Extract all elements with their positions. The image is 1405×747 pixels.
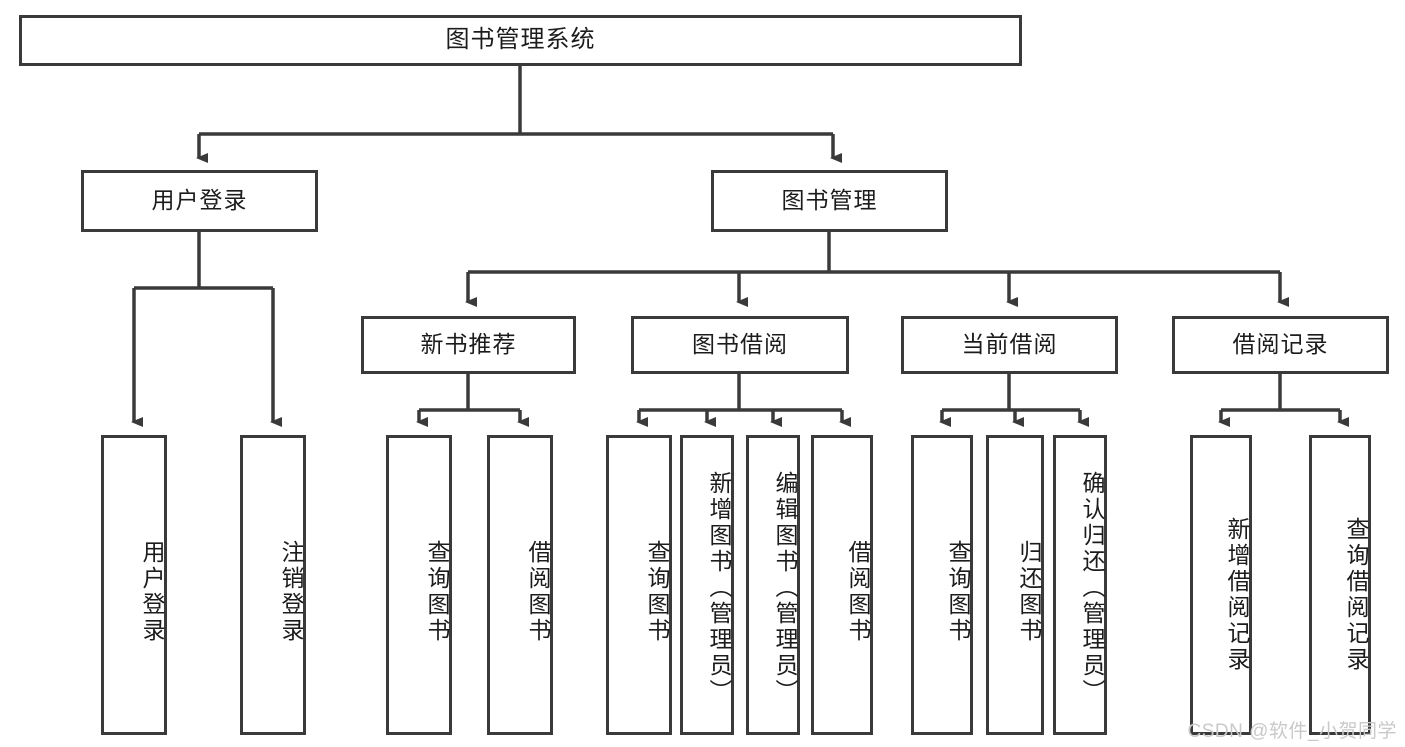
node-user-login-label: 用户登录 xyxy=(151,187,248,214)
node-leaf-cb-return-label: 归还图书 xyxy=(1016,540,1042,644)
node-leaf-bb-add[interactable]: 新增图书（管理员） xyxy=(680,435,734,735)
node-borrow-record[interactable]: 借阅记录 xyxy=(1172,316,1389,374)
node-leaf-user-logout-label: 注销登录 xyxy=(278,540,304,644)
node-leaf-bb-add-label: 新增图书（管理员） xyxy=(706,471,732,705)
node-leaf-user-login[interactable]: 用户登录 xyxy=(101,435,167,735)
node-leaf-user-login-label: 用户登录 xyxy=(139,540,165,644)
node-borrow-record-label: 借阅记录 xyxy=(1232,331,1329,358)
node-leaf-bb-borrow[interactable]: 借阅图书 xyxy=(811,435,873,735)
node-user-login[interactable]: 用户登录 xyxy=(81,170,318,232)
node-leaf-bb-edit[interactable]: 编辑图书（管理员） xyxy=(746,435,800,735)
node-leaf-br-query[interactable]: 查询借阅记录 xyxy=(1309,435,1371,735)
node-leaf-cb-query-label: 查询图书 xyxy=(945,540,971,644)
node-leaf-br-query-label: 查询借阅记录 xyxy=(1343,517,1369,673)
node-root[interactable]: 图书管理系统 xyxy=(19,15,1022,66)
node-book-borrow[interactable]: 图书借阅 xyxy=(631,316,849,374)
node-new-book-rec[interactable]: 新书推荐 xyxy=(361,316,576,374)
node-leaf-rec-query-label: 查询图书 xyxy=(424,540,450,644)
node-new-book-rec-label: 新书推荐 xyxy=(420,331,517,358)
node-book-manage-label: 图书管理 xyxy=(781,187,878,214)
node-leaf-rec-borrow[interactable]: 借阅图书 xyxy=(487,435,553,735)
node-book-manage[interactable]: 图书管理 xyxy=(711,170,948,232)
csdn-watermark: CSDN @软件_小贺同学 xyxy=(1187,721,1397,742)
node-book-borrow-label: 图书借阅 xyxy=(692,331,788,358)
node-leaf-cb-confirm[interactable]: 确认归还（管理员） xyxy=(1053,435,1107,735)
node-leaf-bb-edit-label: 编辑图书（管理员） xyxy=(772,471,798,705)
node-leaf-bb-query[interactable]: 查询图书 xyxy=(606,435,672,735)
node-leaf-rec-query[interactable]: 查询图书 xyxy=(386,435,452,735)
node-leaf-cb-confirm-label: 确认归还（管理员） xyxy=(1079,471,1105,705)
node-leaf-bb-query-label: 查询图书 xyxy=(644,540,670,644)
node-current-borrow-label: 当前借阅 xyxy=(961,331,1058,358)
node-leaf-br-add[interactable]: 新增借阅记录 xyxy=(1190,435,1252,735)
node-root-label: 图书管理系统 xyxy=(445,26,596,54)
node-leaf-br-add-label: 新增借阅记录 xyxy=(1224,517,1250,673)
node-current-borrow[interactable]: 当前借阅 xyxy=(901,316,1118,374)
node-leaf-cb-return[interactable]: 归还图书 xyxy=(986,435,1044,735)
node-leaf-user-logout[interactable]: 注销登录 xyxy=(240,435,306,735)
node-leaf-bb-borrow-label: 借阅图书 xyxy=(845,540,871,644)
node-leaf-rec-borrow-label: 借阅图书 xyxy=(525,540,551,644)
node-leaf-cb-query[interactable]: 查询图书 xyxy=(911,435,973,735)
